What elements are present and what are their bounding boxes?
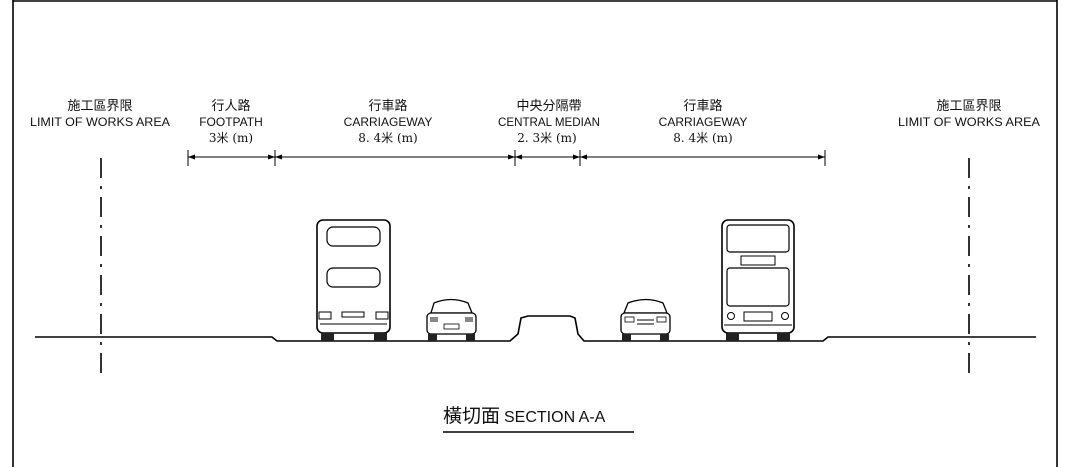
double-decker-bus-front-icon [721, 219, 795, 341]
carriageway-right-width-label: 8. 4米 (m) [673, 131, 732, 145]
limit-left-label-zh: 施工區界限 [67, 99, 132, 114]
ground-profile [35, 315, 1036, 342]
carriageway-right-label-en: CARRIAGEWAY [659, 115, 748, 129]
carriageway-left-width-label: 8. 4米 (m) [358, 131, 417, 145]
median-width-label: 2. 3米 (m) [517, 131, 576, 145]
footpath-label-zh: 行人路 [211, 98, 250, 114]
section-title-en: SECTION A-A [504, 409, 606, 426]
median-label-zh: 中央分隔帶 [516, 99, 581, 114]
limit-right-label-en: LIMIT OF WORKS AREA [898, 115, 1040, 129]
carriageway-left-label-zh: 行車路 [368, 98, 407, 114]
car-rear-icon [426, 298, 477, 341]
drawing-frame [12, 0, 1058, 467]
car-front-icon [620, 298, 671, 341]
footpath-width-label: 3米 (m) [209, 131, 253, 145]
limit-left-label-en: LIMIT OF WORKS AREA [30, 115, 170, 129]
dimension-line [187, 150, 826, 166]
footpath-label-en: FOOTPATH [199, 115, 263, 129]
carriageway-left-label-en: CARRIAGEWAY [344, 115, 433, 129]
section-title-zh: 橫切面 [443, 405, 500, 427]
limit-right-label-zh: 施工區界限 [936, 99, 1001, 114]
double-decker-bus-rear-icon [316, 219, 391, 341]
median-label-en: CENTRAL MEDIAN [498, 115, 600, 129]
carriageway-right-label-zh: 行車路 [683, 98, 722, 114]
